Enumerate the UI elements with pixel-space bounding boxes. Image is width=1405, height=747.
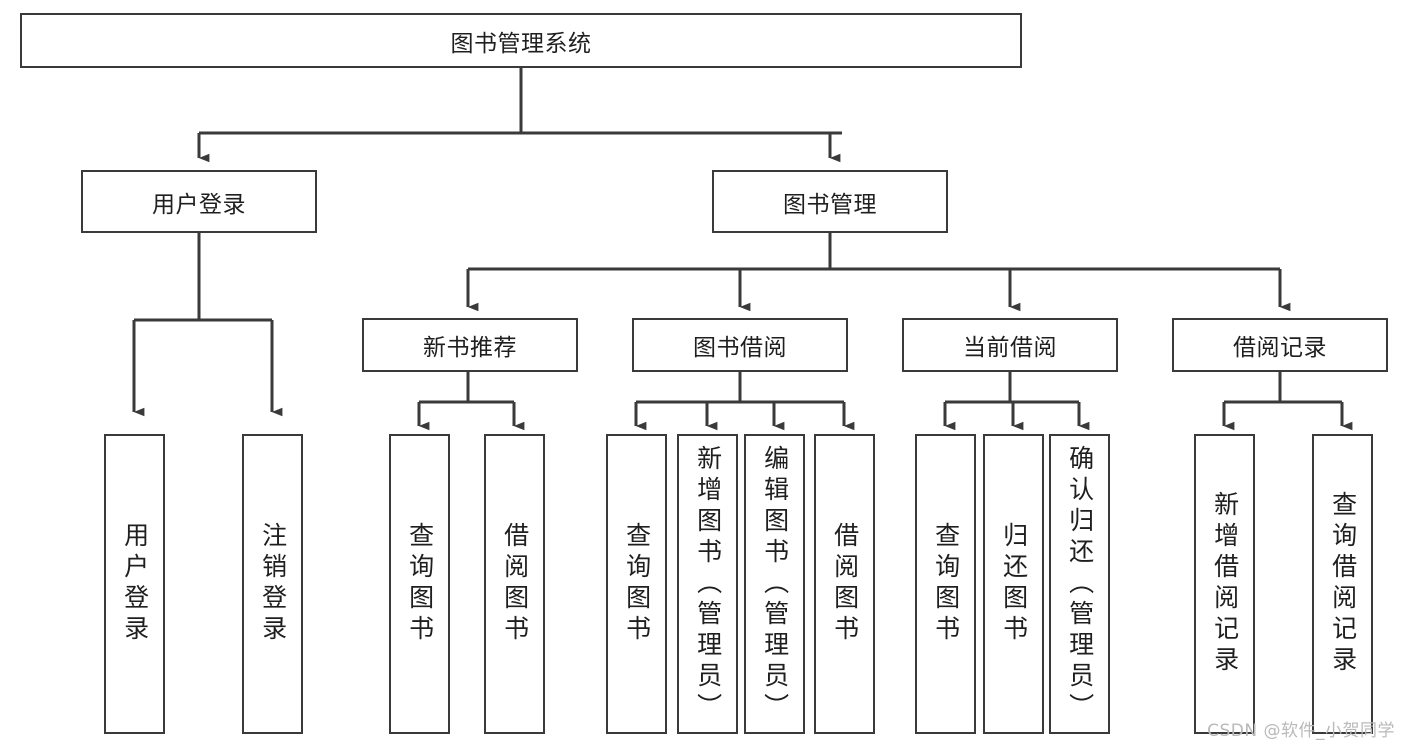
- leaf-borrow-book-borrow[interactable]: 借阅图书: [814, 434, 875, 734]
- leaf-return-book[interactable]: 归还图书: [983, 434, 1044, 734]
- node-book-management-label: 图书管理: [783, 191, 877, 218]
- node-book-borrow-label: 图书借阅: [693, 335, 787, 361]
- leaf-borrow-book-recommend[interactable]: 借阅图书: [484, 434, 545, 734]
- leaf-logout[interactable]: 注销登录: [242, 434, 303, 734]
- leaf-user-login[interactable]: 用户登录: [104, 434, 165, 734]
- node-book-management[interactable]: 图书管理: [712, 170, 948, 233]
- node-new-book-recommend-label: 新书推荐: [423, 335, 517, 361]
- leaf-edit-book-admin-label: 编辑图书（管理员）: [760, 444, 790, 724]
- leaf-add-book-admin[interactable]: 新增图书（管理员）: [677, 434, 738, 734]
- node-user-login[interactable]: 用户登录: [81, 170, 317, 233]
- node-new-book-recommend[interactable]: 新书推荐: [362, 318, 578, 372]
- leaf-query-book-recommend-label: 查询图书: [405, 522, 435, 646]
- leaf-query-book-current-label: 查询图书: [931, 522, 961, 646]
- leaf-query-borrow-record[interactable]: 查询借阅记录: [1312, 434, 1373, 734]
- leaf-edit-book-admin[interactable]: 编辑图书（管理员）: [744, 434, 805, 734]
- leaf-add-borrow-record-label: 新增借阅记录: [1210, 491, 1240, 677]
- node-current-borrow-label: 当前借阅: [963, 335, 1057, 361]
- node-root-label: 图书管理系统: [450, 30, 592, 57]
- leaf-query-borrow-record-label: 查询借阅记录: [1328, 491, 1358, 677]
- leaf-confirm-return-admin-label: 确认归还（管理员）: [1065, 444, 1095, 724]
- leaf-confirm-return-admin[interactable]: 确认归还（管理员）: [1049, 434, 1110, 734]
- leaf-add-book-admin-label: 新增图书（管理员）: [693, 444, 723, 724]
- leaf-return-book-label: 归还图书: [999, 522, 1029, 646]
- leaf-query-book-borrow[interactable]: 查询图书: [606, 434, 667, 734]
- node-user-login-label: 用户登录: [152, 191, 246, 218]
- leaf-add-borrow-record[interactable]: 新增借阅记录: [1194, 434, 1255, 734]
- leaf-logout-label: 注销登录: [258, 522, 288, 646]
- node-current-borrow[interactable]: 当前借阅: [902, 318, 1118, 372]
- leaf-query-book-recommend[interactable]: 查询图书: [389, 434, 450, 734]
- leaf-query-book-borrow-label: 查询图书: [622, 522, 652, 646]
- leaf-user-login-label: 用户登录: [120, 522, 150, 646]
- node-borrow-record-label: 借阅记录: [1233, 335, 1327, 361]
- node-book-borrow[interactable]: 图书借阅: [632, 318, 848, 372]
- leaf-borrow-book-recommend-label: 借阅图书: [500, 522, 530, 646]
- leaf-query-book-current[interactable]: 查询图书: [915, 434, 976, 734]
- leaf-borrow-book-borrow-label: 借阅图书: [830, 522, 860, 646]
- node-borrow-record[interactable]: 借阅记录: [1172, 318, 1388, 372]
- node-root[interactable]: 图书管理系统: [20, 13, 1022, 68]
